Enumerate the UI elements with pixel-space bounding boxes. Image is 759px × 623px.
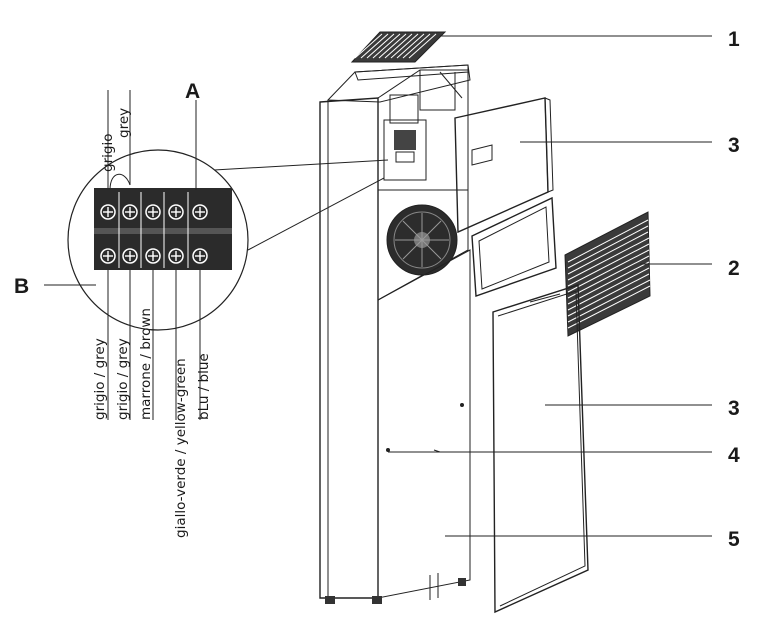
main-cabinet [319, 64, 471, 604]
wire-label-2: grigio / grey [115, 338, 131, 420]
top-wire-label-en: grey [116, 108, 132, 138]
wire-label-5: bLu / blue [196, 353, 212, 420]
filter-frame [471, 196, 557, 297]
wire-label-4: giallo-verde / yellow-green [173, 358, 189, 538]
callout-3-upper: 3 [728, 134, 740, 157]
terminal-block-detail [44, 90, 389, 420]
top-grille [350, 31, 447, 63]
wire-label-1: grigio / grey [92, 338, 108, 420]
callout-3-lower: 3 [728, 397, 740, 420]
wire-label-3: marrone / brown [138, 308, 154, 420]
callout-leaders [388, 35, 712, 537]
top-wire-label-it: grigio [100, 134, 116, 172]
label-b: B [14, 275, 29, 298]
callout-5: 5 [728, 528, 740, 551]
upper-panel [454, 97, 554, 234]
callout-2: 2 [728, 257, 740, 280]
label-a: A [185, 80, 200, 103]
callout-4: 4 [728, 444, 740, 467]
lower-panel [492, 284, 589, 614]
callout-1: 1 [728, 28, 740, 51]
side-grille [564, 211, 651, 337]
